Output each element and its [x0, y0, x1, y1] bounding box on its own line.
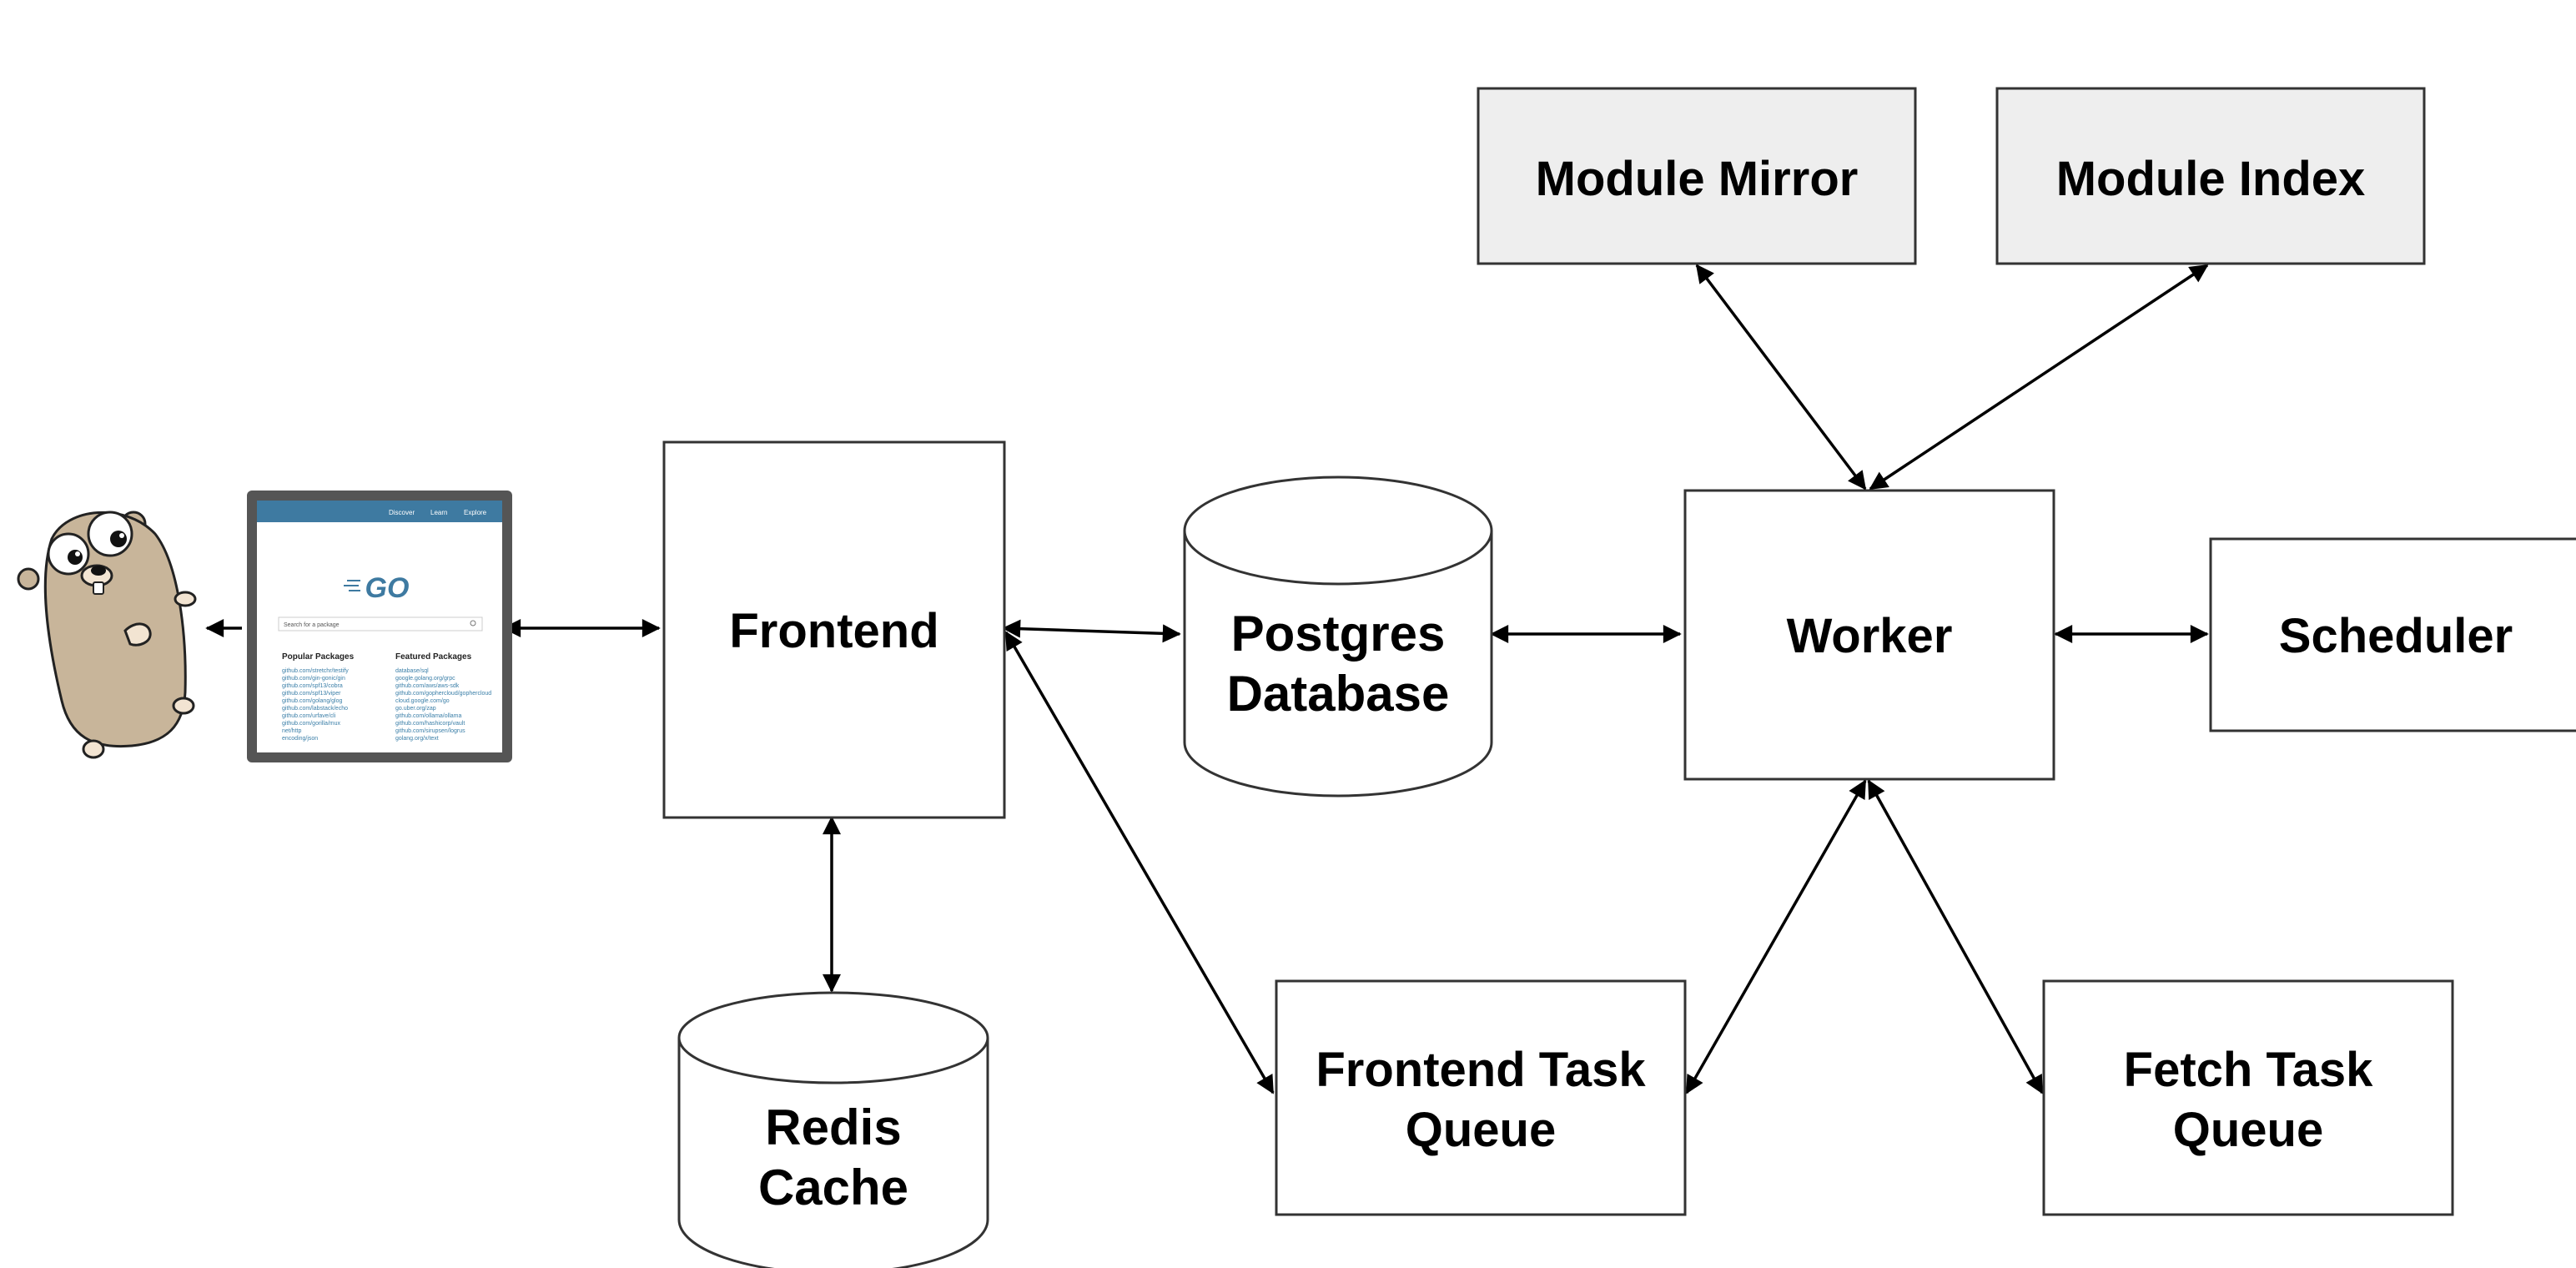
frontend-task-queue-label-line1: Frontend Task	[1316, 1043, 1646, 1097]
connectors	[205, 264, 2209, 1094]
frontend-task-queue-label-line2: Queue	[1406, 1103, 1557, 1157]
node-frontend-task-queue: Frontend Task Queue	[1275, 979, 1687, 1216]
browser-screenshot-icon: Discover Learn Explore GO Search for a p…	[247, 491, 512, 762]
postgres-label-line2: Database	[1227, 666, 1450, 722]
connector-worker-frontendqueue	[1685, 779, 1867, 1094]
screenshot-featured-item: github.com/hashicorp/vault	[395, 721, 465, 727]
connector-worker-fetchqueue	[1867, 779, 2044, 1094]
screenshot-popular-item: github.com/gorilla/mux	[282, 721, 341, 727]
screenshot-featured-item: cloud.google.com/go	[395, 698, 450, 704]
node-scheduler: Scheduler	[2209, 537, 2576, 732]
module-index-label: Module Index	[2056, 152, 2366, 206]
node-fetch-task-queue: Fetch Task Queue	[2042, 979, 2454, 1216]
fetch-task-queue-label-line2: Queue	[2173, 1103, 2324, 1157]
worker-label: Worker	[1787, 609, 1953, 663]
screenshot-featured-item: go.uber.org/zap	[395, 706, 436, 712]
connector-worker-mirror	[1695, 264, 1867, 491]
frontend-label: Frontend	[729, 604, 938, 658]
screenshot-popular-item: github.com/golang/glog	[282, 698, 342, 704]
go-logo-text: GO	[365, 572, 410, 604]
screenshot-featured-heading: Featured Packages	[395, 652, 472, 662]
screenshot-popular-item: github.com/spf13/viper	[282, 691, 341, 697]
gopher-mascot-icon	[17, 511, 197, 759]
screenshot-featured-item: github.com/sirupsen/logrus	[395, 728, 465, 734]
node-module-index: Module Index	[1995, 87, 2426, 265]
screenshot-popular-item: github.com/spf13/cobra	[282, 683, 343, 689]
node-worker: Worker	[1683, 489, 2055, 781]
node-module-mirror: Module Mirror	[1477, 87, 1917, 265]
node-postgres-database: Postgres Database	[1183, 476, 1493, 798]
screenshot-popular-item: github.com/stretchr/testify	[282, 668, 349, 674]
screenshot-featured-item: github.com/aws/aws-sdk	[395, 683, 460, 689]
node-frontend: Frontend	[662, 440, 1006, 819]
node-redis-cache: Redis Cache	[677, 991, 989, 1268]
screenshot-nav-explore: Explore	[464, 509, 487, 516]
redis-label-line1: Redis	[765, 1099, 901, 1155]
postgres-label-line1: Postgres	[1231, 606, 1446, 662]
screenshot-nav-learn: Learn	[430, 509, 447, 516]
module-mirror-label: Module Mirror	[1536, 152, 1859, 206]
connector-frontend-postgres	[1002, 619, 1181, 643]
screenshot-featured-item: github.com/gophercloud/gophercloud	[395, 691, 491, 697]
screenshot-featured-item: github.com/ollama/ollama	[395, 713, 461, 719]
screenshot-popular-item: github.com/labstack/echo	[282, 706, 348, 712]
fetch-task-queue-label-line1: Fetch Task	[2124, 1043, 2373, 1097]
search-icon	[470, 620, 476, 626]
screenshot-featured-item: database/sql	[395, 668, 429, 674]
redis-label-line2: Cache	[758, 1160, 908, 1215]
screenshot-featured-item: golang.org/x/text	[395, 736, 439, 742]
screenshot-popular-item: encoding/json	[282, 736, 318, 742]
screenshot-featured-list: database/sqlgoogle.golang.org/grpcgithub…	[395, 668, 491, 742]
screenshot-search-box	[278, 616, 483, 631]
connector-frontend-frontendqueue	[1004, 631, 1275, 1094]
go-logo-icon: GO	[344, 572, 409, 604]
scheduler-label: Scheduler	[2279, 609, 2513, 663]
connector-worker-index	[1869, 264, 2209, 491]
screenshot-popular-item: net/http	[282, 728, 301, 734]
screenshot-popular-heading: Popular Packages	[282, 652, 355, 662]
screenshot-popular-list: github.com/stretchr/testify github.com/gi…	[282, 668, 349, 742]
screenshot-popular-item: github.com/gin-gonic/gin	[282, 676, 345, 682]
screenshot-featured-item: google.golang.org/grpc	[395, 676, 455, 682]
screenshot-search-placeholder: Search for a package	[284, 622, 340, 628]
screenshot-popular-item: github.com/urfave/cli	[282, 713, 336, 719]
screenshot-nav-discover: Discover	[389, 509, 415, 516]
